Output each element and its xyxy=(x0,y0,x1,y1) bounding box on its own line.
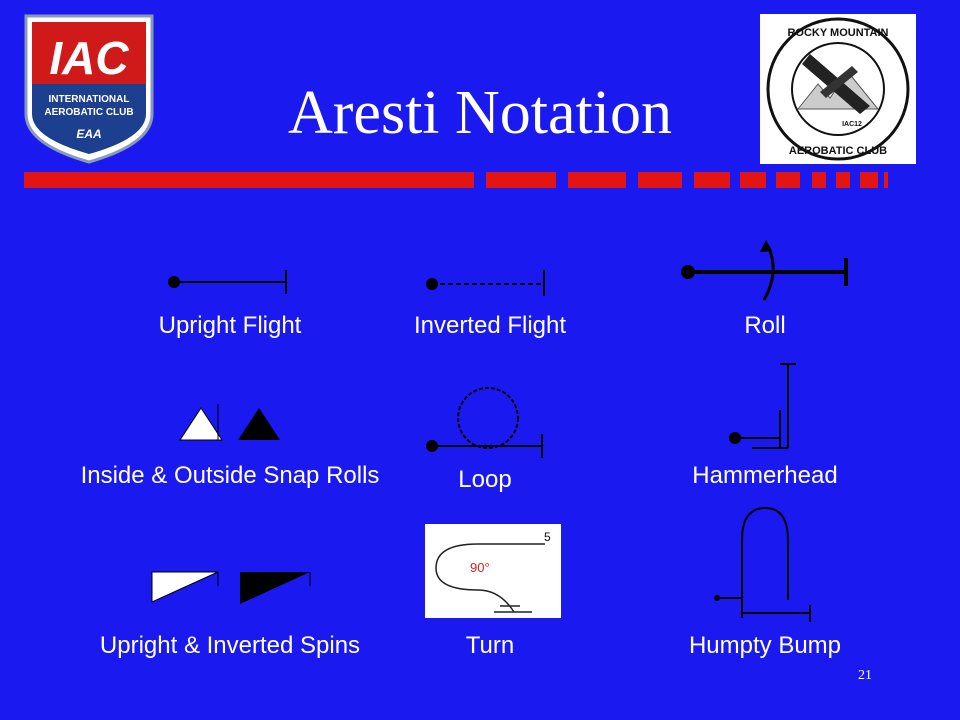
accent-bar-segment xyxy=(776,172,800,188)
label-snap-rolls: Inside & Outside Snap Rolls xyxy=(80,462,380,489)
label-hammerhead: Hammerhead xyxy=(692,462,838,489)
iac-logo: IAC INTERNATIONAL AEROBATIC CLUB EAA xyxy=(24,14,154,164)
accent-bar-segment xyxy=(638,172,682,188)
svg-text:IAC: IAC xyxy=(49,32,129,84)
accent-bar-segment xyxy=(568,172,626,188)
accent-bar-segment xyxy=(860,172,878,188)
svg-text:5: 5 xyxy=(544,530,551,544)
label-roll: Roll xyxy=(744,312,786,339)
spins-symbol xyxy=(151,571,311,604)
label-humpty-bump: Humpty Bump xyxy=(688,632,842,659)
snap-rolls-symbol xyxy=(179,404,280,441)
page-number: 21 xyxy=(858,668,872,683)
humpty-bump-symbol xyxy=(714,506,811,622)
accent-bar-segment xyxy=(836,172,850,188)
inverted-flight-symbol xyxy=(426,270,545,296)
svg-text:AEROBATIC CLUB: AEROBATIC CLUB xyxy=(44,107,133,118)
accent-bar-segment xyxy=(694,172,730,188)
accent-bar-segment xyxy=(24,172,474,188)
svg-text:IAC12: IAC12 xyxy=(842,121,862,128)
loop-symbol xyxy=(426,387,543,458)
svg-text:EAA: EAA xyxy=(76,127,101,141)
svg-text:INTERNATIONAL: INTERNATIONAL xyxy=(49,94,130,105)
hammerhead-symbol xyxy=(729,363,796,449)
svg-text:ROCKY MOUNTAIN: ROCKY MOUNTAIN xyxy=(787,27,888,39)
roll-symbol xyxy=(681,240,848,301)
label-turn: Turn xyxy=(465,632,515,659)
accent-bar-segment xyxy=(486,172,556,188)
slide-title: Aresti Notation xyxy=(288,79,672,147)
rocky-mountain-logo: ROCKY MOUNTAIN AEROBATIC CLUB IAC12 xyxy=(760,14,916,164)
svg-text:AEROBATIC CLUB: AEROBATIC CLUB xyxy=(789,145,887,157)
upright-flight-symbol xyxy=(168,270,287,294)
svg-text:90°: 90° xyxy=(470,560,490,575)
label-inverted-flight: Inverted Flight xyxy=(413,312,567,339)
label-spins: Upright & Inverted Spins xyxy=(99,632,361,659)
label-upright-flight: Upright Flight xyxy=(158,312,302,339)
accent-bar-segment xyxy=(812,172,826,188)
accent-bar-segment xyxy=(884,172,888,188)
label-loop: Loop xyxy=(458,466,512,493)
accent-bar-segment xyxy=(740,172,766,188)
turn-symbol: 90° 5 xyxy=(425,524,561,618)
